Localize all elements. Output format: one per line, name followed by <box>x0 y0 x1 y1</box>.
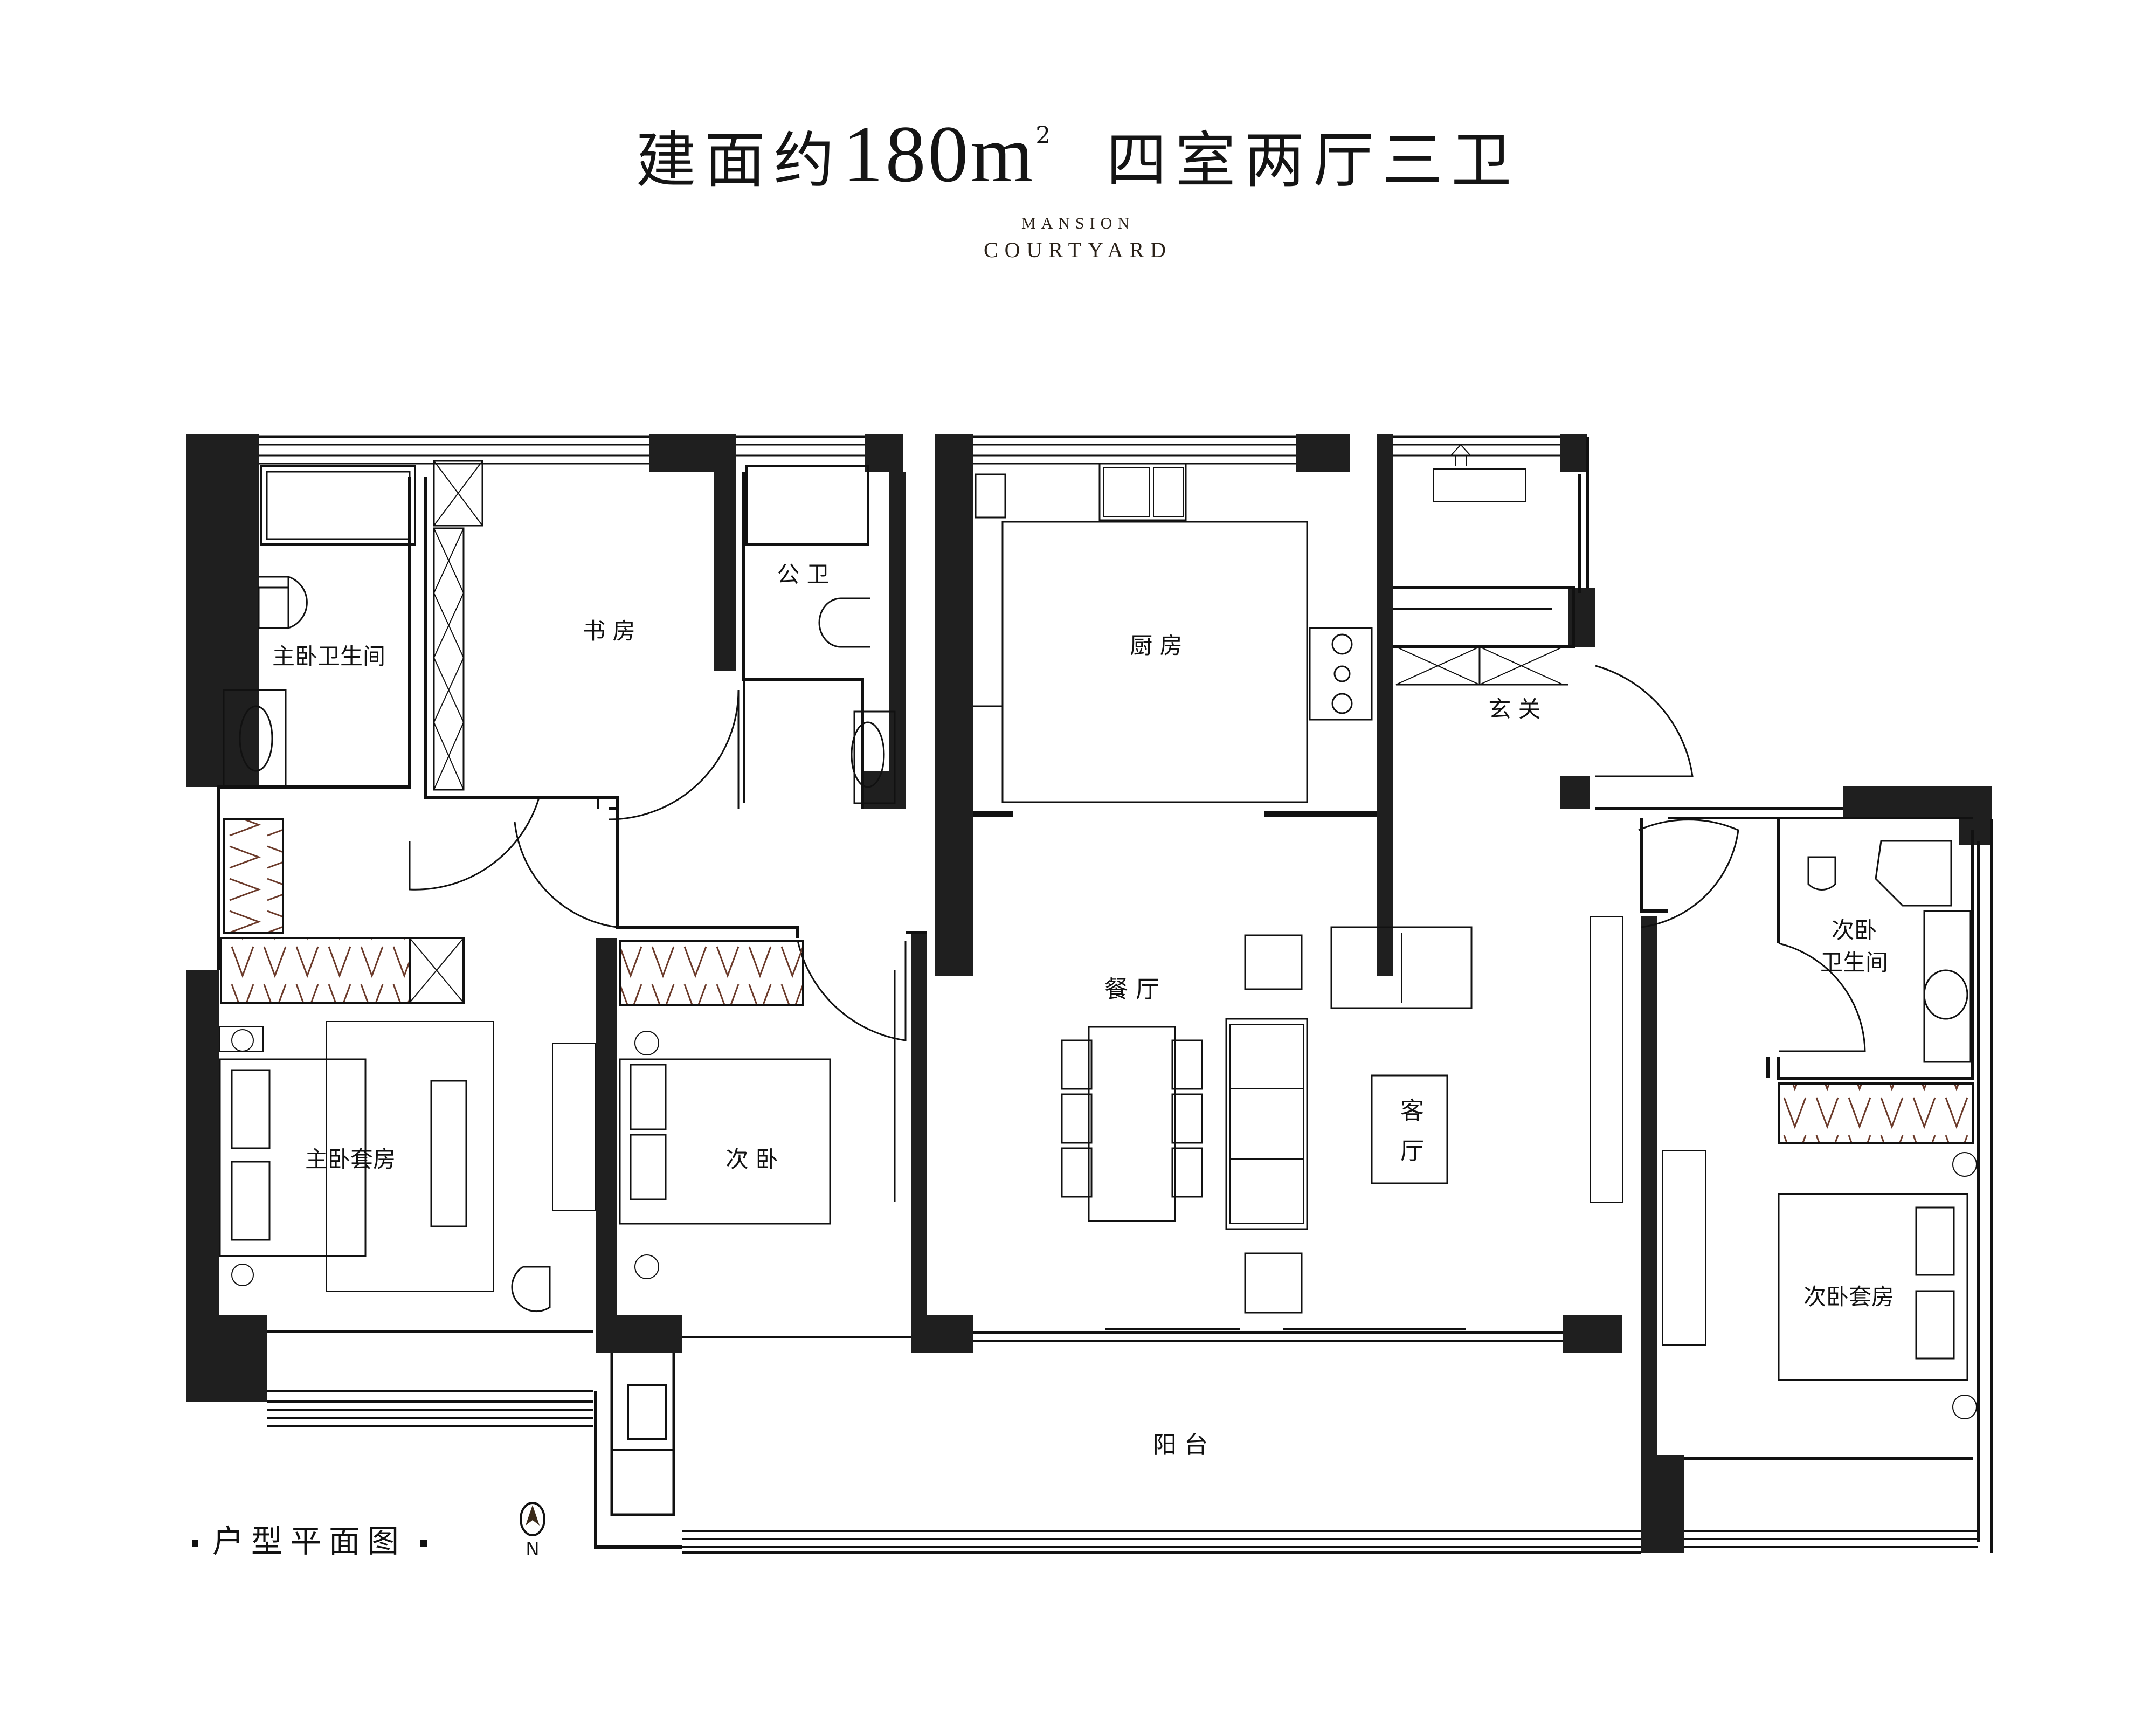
area-number: 180 <box>842 109 971 199</box>
logo-line-courtyard: COURTYARD <box>983 238 1173 262</box>
room-label-second-suite: 次卧套房 <box>1803 1284 1894 1310</box>
room-label-living-line2: 厅 <box>1400 1137 1424 1165</box>
room-label-balcony: 阳 台 <box>1153 1431 1208 1459</box>
room-label-foyer: 玄 关 <box>1488 696 1540 722</box>
room-label-second-suite-bath-line1: 次卧 <box>1832 917 1877 943</box>
legend-dot-left <box>192 1540 198 1547</box>
title-prefix: 建面约 <box>635 126 843 196</box>
room-label-living-line1: 客 <box>1400 1097 1424 1124</box>
room-label-second-bedroom: 次 卧 <box>725 1146 778 1172</box>
plan-legend: 户型平面图 <box>178 1516 441 1561</box>
area-unit: m <box>970 109 1036 199</box>
logo-line-mansion: MANSION <box>1021 215 1135 232</box>
room-label-public-bath: 公 卫 <box>777 561 829 588</box>
north-label: N <box>526 1538 539 1560</box>
page-title: 建面约180m2 四室两厅三卫 <box>0 108 2156 201</box>
room-label-dining: 餐 厅 <box>1104 976 1159 1003</box>
structural-walls <box>186 434 1992 1552</box>
room-label-kitchen: 厨 房 <box>1130 632 1182 659</box>
room-label-master-bath: 主卧卫生间 <box>272 643 385 670</box>
legend-label: 户型平面图 <box>212 1523 407 1560</box>
legend-dot-right <box>420 1540 427 1547</box>
north-arrow-icon: N <box>520 1502 545 1560</box>
room-label-master-suite: 主卧套房 <box>305 1146 396 1172</box>
room-label-study: 书 房 <box>583 618 635 644</box>
title-suffix: 四室两厅三卫 <box>1106 126 1521 196</box>
room-label-second-suite-bath-line2: 卫生间 <box>1820 949 1888 976</box>
area-unit-superscript: 2 <box>1035 122 1051 149</box>
